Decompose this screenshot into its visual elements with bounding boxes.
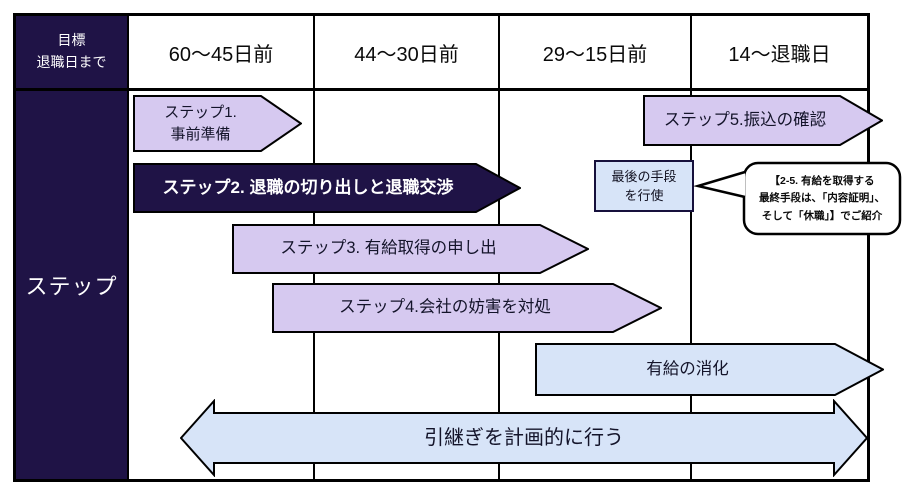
header-row-label-line2: 退職日まで (36, 54, 107, 70)
callout-text: 【2-5. 有給を取得する 最終手段は、「内容証明」、 そして「休職」】でご紹介 (746, 169, 898, 229)
step1-label-line1: ステップ1. (164, 103, 237, 121)
step2-label: ステップ2. 退職の切り出しと退職交渉 (162, 177, 454, 197)
callout-bubble-shape (742, 161, 902, 236)
step2-arrow-shape (133, 163, 521, 213)
last-resort-line1: 最後の手段 (611, 168, 677, 184)
header-cell-period-2: 44〜30日前 (354, 43, 459, 66)
header-cell-period-3: 29〜15日前 (542, 43, 648, 66)
grid-line-1 (127, 16, 129, 479)
step2-arrow: ステップ2. 退職の切り出しと退職交渉 (133, 163, 521, 213)
step1-label: ステップ1. 事前準備 (133, 95, 302, 152)
callout-line1: 【2-5. 有給を取得する (769, 175, 875, 188)
header-cell-period-1: 60〜45日前 (168, 43, 274, 66)
grid-line-4 (690, 16, 692, 479)
callout-line2: 最終手段は、「内容証明」、 (759, 192, 885, 205)
step5-label: ステップ5.振込の確認 (663, 110, 827, 129)
header-divider (16, 88, 867, 91)
callout-tail-shape (693, 170, 746, 199)
last-resort-box: 最後の手段 を行使 (594, 160, 694, 212)
step5-arrow: ステップ5.振込の確認 (643, 95, 883, 146)
step3-arrow-shape (232, 224, 589, 274)
step1-arrow-shape (133, 95, 302, 152)
step1-label-line2: 事前準備 (170, 125, 231, 143)
paid-leave-arrow-shape (535, 343, 884, 396)
header-row-label: 目標 退職日まで (16, 16, 127, 88)
callout-line3: そして「休職」】でご紹介 (761, 209, 883, 222)
callout-bubble (690, 160, 905, 238)
handover-double-arrow: 引継ぎを計画的に行う (180, 399, 868, 477)
step3-label: ステップ3. 有給取得の申し出 (280, 239, 497, 258)
paid-leave-label: 有給の消化 (646, 359, 729, 378)
sidebar-step-label: ステップ (25, 274, 118, 299)
step4-label: ステップ4.会社の妨害を対処 (339, 298, 551, 317)
step4-arrow: ステップ4.会社の妨害を対処 (272, 283, 662, 333)
paid-leave-arrow: 有給の消化 (535, 343, 884, 396)
label-column-background (16, 16, 127, 479)
step4-arrow-shape (272, 283, 662, 333)
handover-arrow-shape (180, 399, 868, 477)
header-cell-period-4: 14〜退職日 (728, 43, 831, 66)
timeline-table: 目標 退職日まで 60〜45日前 44〜30日前 29〜15日前 14〜退職日 … (13, 13, 870, 482)
step1-arrow: ステップ1. 事前準備 (133, 95, 302, 152)
header-row-label-line1: 目標 (57, 32, 86, 49)
step5-arrow-shape (643, 95, 883, 146)
step3-arrow: ステップ3. 有給取得の申し出 (232, 224, 589, 274)
last-resort-line2: を行使 (624, 188, 664, 203)
handover-label: 引継ぎを計画的に行う (424, 426, 624, 449)
